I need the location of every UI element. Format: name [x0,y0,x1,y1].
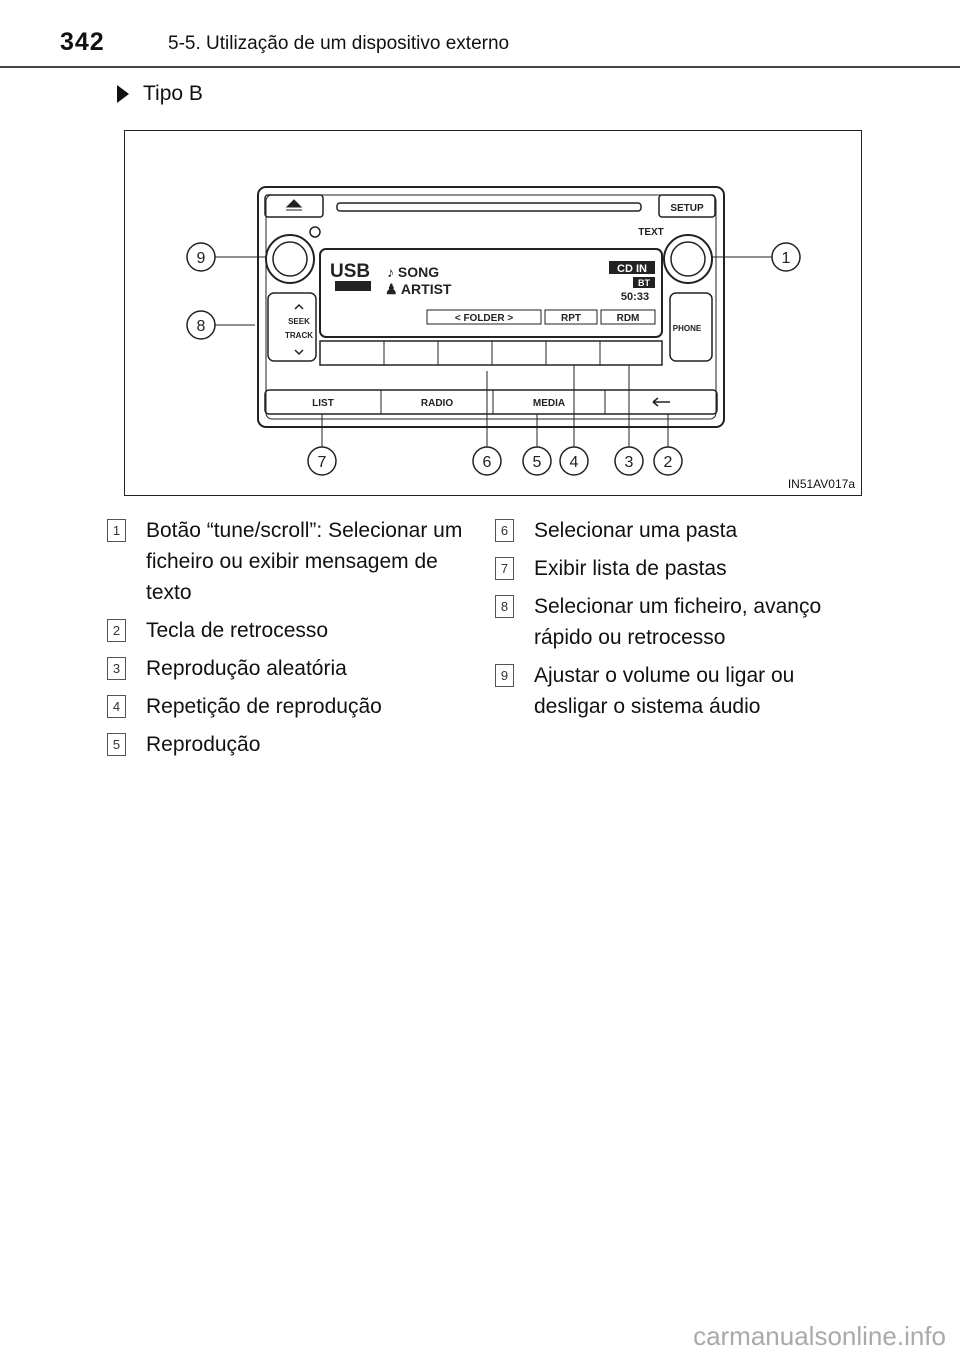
source-label: USB [330,261,370,282]
subheading: Tipo B [117,82,203,106]
phone-label: PHONE [673,324,702,333]
rpt-softkey [544,309,598,325]
legend-item: 1 Botão “tune/scroll”: Selecionar um fich… [107,515,477,608]
item-number: 6 [495,519,514,542]
legend-item: 3 Reprodução aleatória [107,653,477,684]
svg-text:9: 9 [197,250,206,267]
legend-item: 7 Exibir lista de pastas [495,553,865,584]
rdm-softkey [600,309,656,325]
item-text: Reprodução [146,733,261,756]
svg-text:5: 5 [533,454,542,471]
callout-7: 7 [307,446,337,476]
figure-code: IN51AV017a [787,477,855,491]
media-label: MEDIA [533,398,565,409]
item-number: 5 [107,733,126,756]
svg-text:2: 2 [664,454,673,471]
callout-9: 9 [186,242,216,272]
watermark: carmanualsonline.info [693,1321,946,1351]
callout-4: 4 [559,446,589,476]
legend-right: 6 Selecionar uma pasta 7 Exibir lista de p… [495,515,865,729]
svg-text:6: 6 [483,454,492,471]
setup-label: SETUP [670,203,704,214]
volume-knob [265,234,315,284]
page-number: 342 [60,28,105,56]
bottom-button-row [264,389,718,415]
eject-button [264,194,324,218]
audio-unit-diagram: SETUP TEXT USB ♪ SONG ♟ ARTIST CD IN BT … [186,186,801,476]
item-number: 9 [495,664,514,687]
svg-text:3: 3 [625,454,634,471]
svg-text:7: 7 [318,454,327,471]
legend-item: 4 Repetição de reprodução [107,691,477,722]
svg-text:1: 1 [782,250,791,267]
legend-item: 9 Ajustar o volume ou ligar ou desligar o… [495,660,865,722]
header-rule [0,66,960,68]
section-title: 5-5. Utilização de um dispositivo extern… [168,33,510,54]
audio-unit-figure: SETUP TEXT USB ♪ SONG ♟ ARTIST CD IN BT … [124,130,862,496]
song-label: ♪ SONG [387,264,439,280]
callout-6: 6 [472,446,502,476]
item-number: 8 [495,595,514,618]
callout-5: 5 [522,446,552,476]
item-text: Tecla de retrocesso [146,619,329,642]
phone-button [669,292,713,362]
callout-2: 2 [653,446,683,476]
seek-track-button [267,292,317,362]
power-icon [309,226,321,238]
tune-knob [663,234,713,284]
item-text: Reprodução aleatória [146,657,347,680]
subheading-text: Tipo B [143,82,203,105]
text-label: TEXT [638,227,664,238]
cd-slot [336,202,642,212]
legend-item: 8 Selecionar um ficheiro, avanço rápido o… [495,591,865,653]
unit-body [257,186,725,428]
folder-label: < FOLDER > [455,313,514,324]
setup-button [658,194,716,218]
legend-left: 1 Botão “tune/scroll”: Selecionar um fich… [107,515,477,767]
folder-softkey [426,309,542,325]
item-number: 7 [495,557,514,580]
item-text: Repetição de reprodução [146,695,382,718]
svg-text:8: 8 [197,318,206,335]
preset-row [319,340,663,366]
seek-label: SEEK [288,317,310,326]
back-arrow-icon [652,397,670,407]
legend-item: 2 Tecla de retrocesso [107,615,477,646]
cd-in-label: CD IN [617,263,647,275]
radio-label: RADIO [421,398,453,409]
rpt-label: RPT [561,313,581,324]
eject-icon [285,199,303,211]
callout-3: 3 [614,446,644,476]
item-text: Selecionar uma pasta [534,519,738,542]
item-text: Exibir lista de pastas [534,557,727,580]
rdm-label: RDM [617,313,640,324]
item-number: 3 [107,657,126,680]
display [319,248,663,338]
item-number: 1 [107,519,126,542]
bullet-triangle-icon [117,85,129,103]
callout-1: 1 [771,242,801,272]
legend-item: 5 Reprodução [107,729,477,760]
item-number: 4 [107,695,126,718]
bt-label: BT [638,278,650,288]
legend-item: 6 Selecionar uma pasta [495,515,865,546]
callout-8: 8 [186,310,216,340]
item-text: Botão “tune/scroll”: Selecionar um fiche… [146,519,463,604]
item-number: 2 [107,619,126,642]
svg-text:4: 4 [570,454,579,471]
list-label: LIST [312,398,334,409]
item-text: Selecionar um ficheiro, avanço rápido ou… [534,595,822,649]
time-label: 50:33 [621,291,649,303]
track-label: TRACK [285,331,313,340]
artist-label: ♟ ARTIST [385,281,452,297]
item-text: Ajustar o volume ou ligar ou desligar o … [534,664,795,718]
